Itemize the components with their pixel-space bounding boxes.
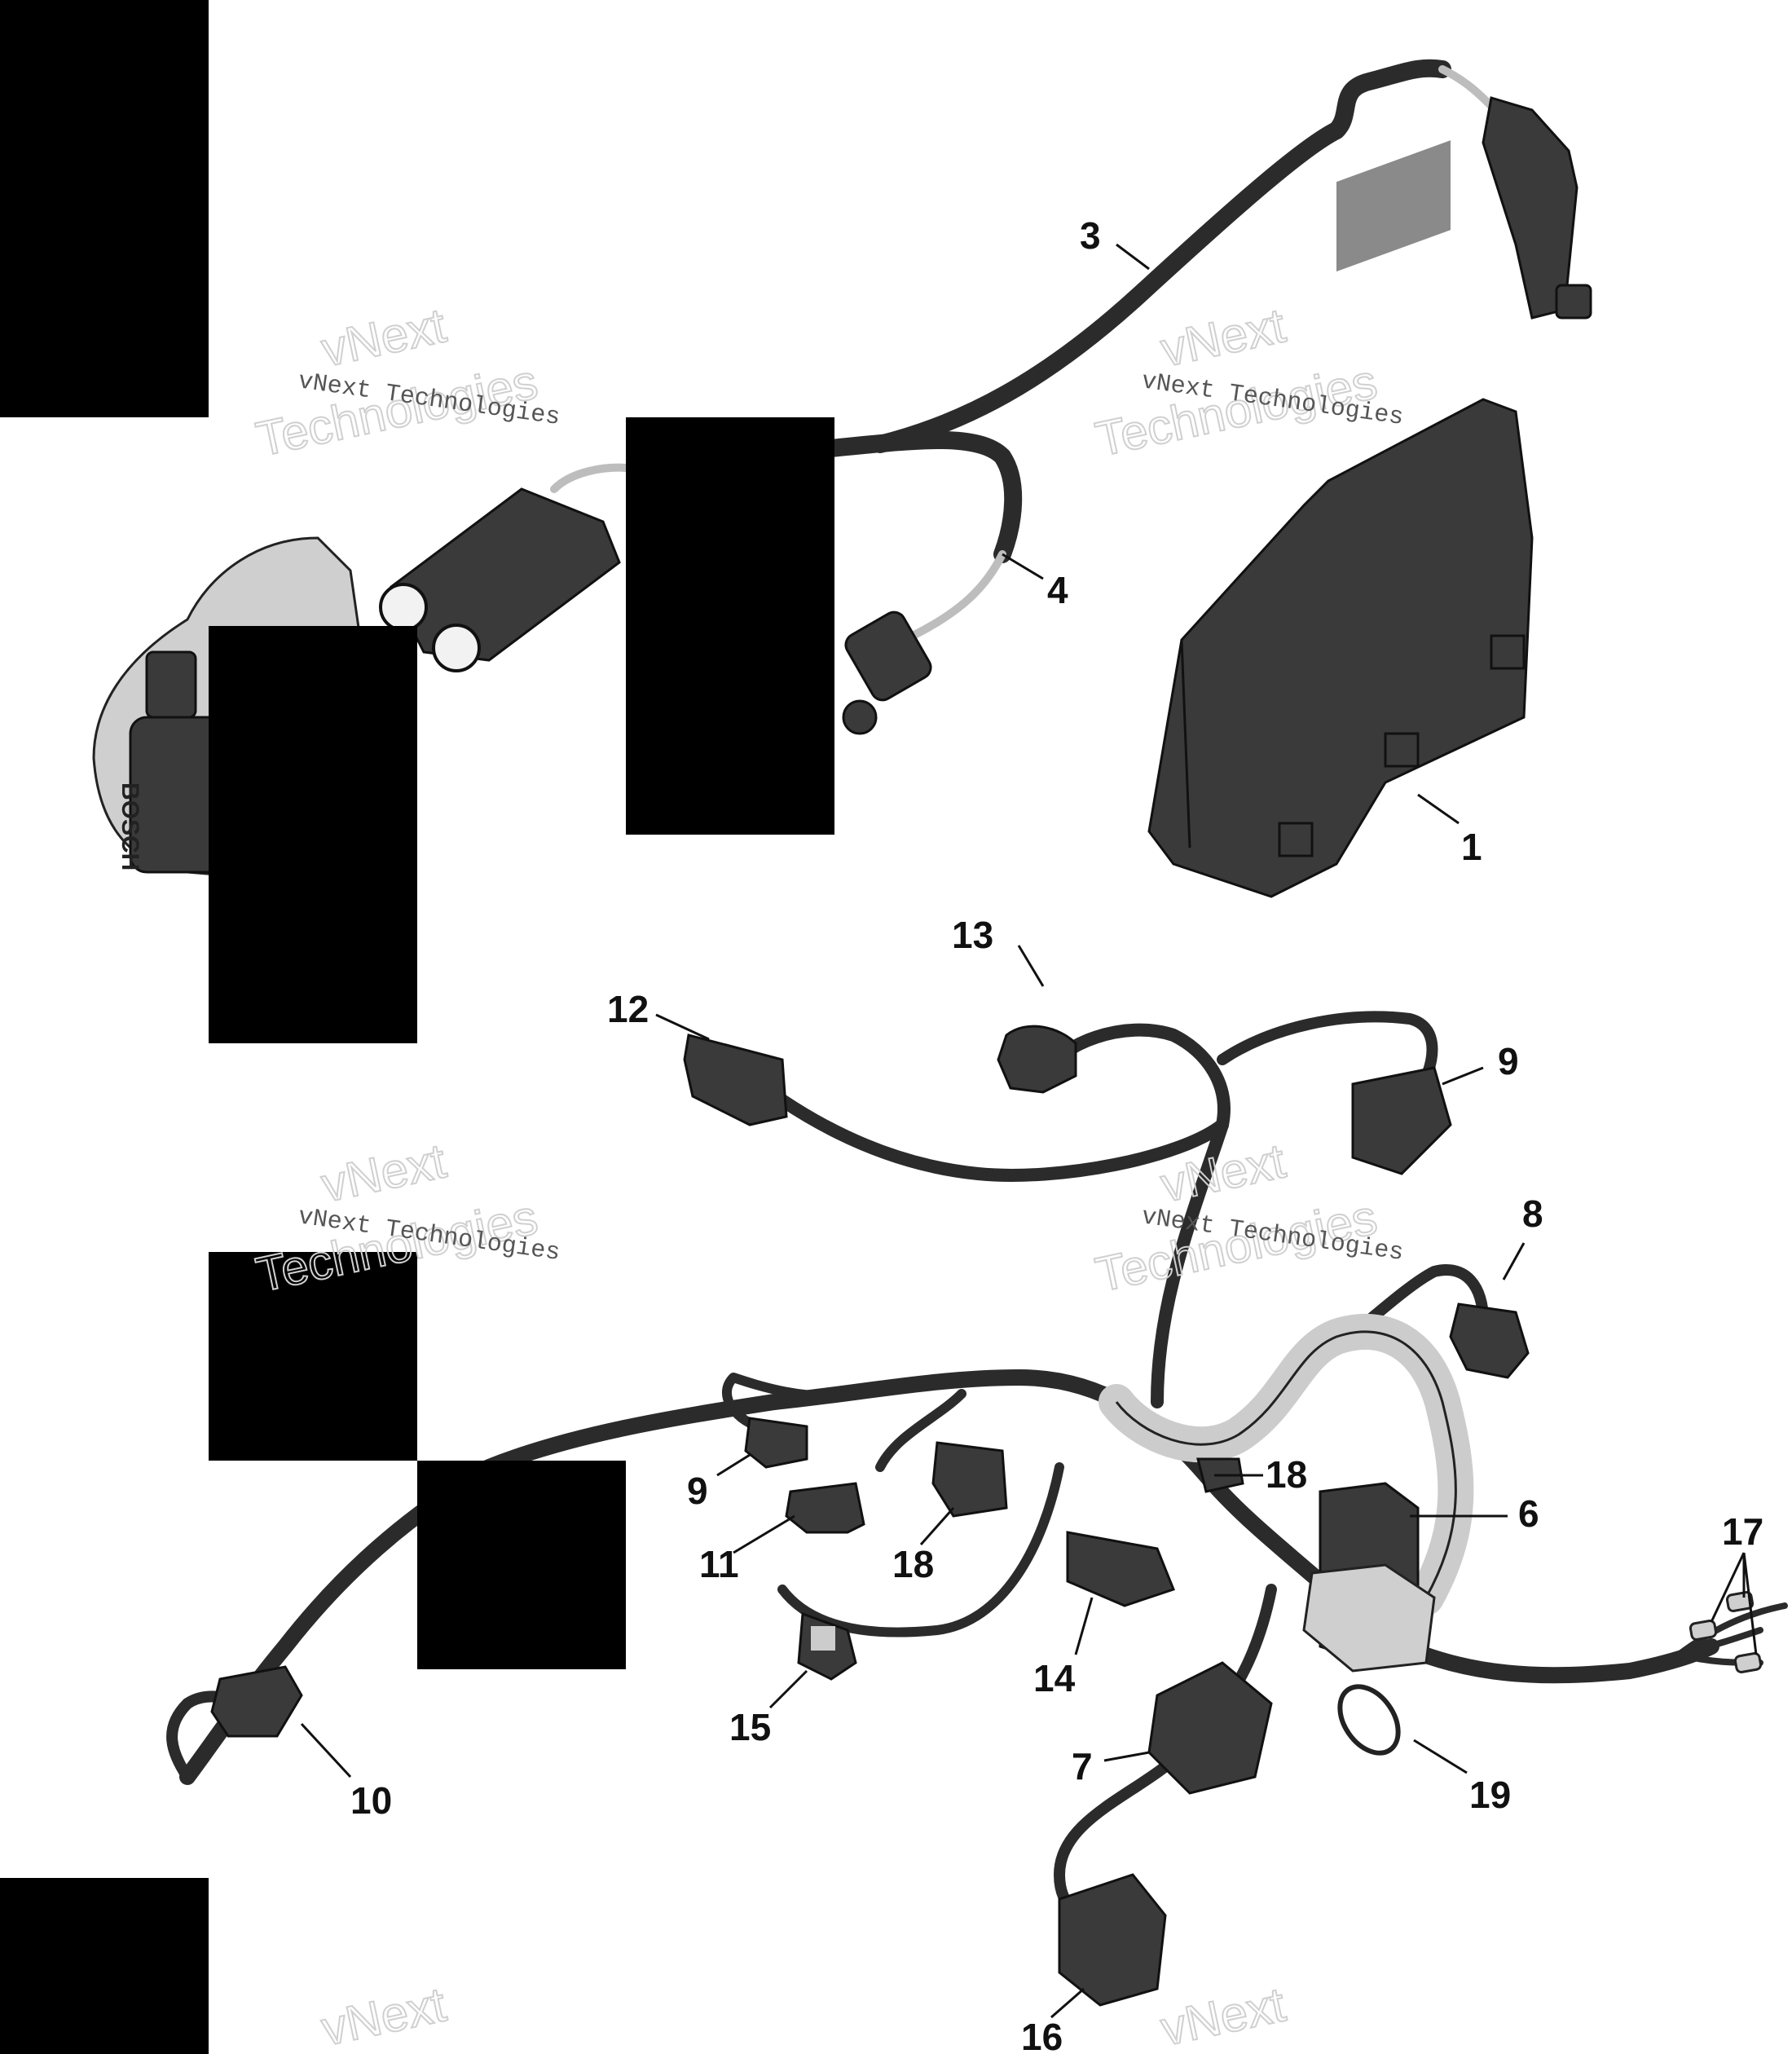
terminal-17 xyxy=(1689,1590,1763,1674)
engine-control-module xyxy=(1147,140,1534,898)
svg-text:vNext: vNext xyxy=(1156,1977,1290,2054)
connector-9-top xyxy=(1351,1066,1452,1175)
redaction-block-center-top xyxy=(626,417,834,835)
harness-branch-12-13 xyxy=(1037,1023,1231,1408)
callout-17: 17 xyxy=(1722,1510,1763,1553)
callout-11: 11 xyxy=(699,1543,739,1585)
tie-wrap-19 xyxy=(1337,1684,1401,1756)
callout-19: 19 xyxy=(1469,1774,1511,1816)
redaction-block-center-lower xyxy=(417,1461,626,1669)
callout-16: 16 xyxy=(1021,2016,1063,2054)
harness-branch-17a xyxy=(1675,1602,1788,1658)
svg-text:vNext: vNext xyxy=(1156,298,1290,377)
harness-trunk xyxy=(179,1369,1719,1785)
callout-12: 12 xyxy=(607,988,649,1030)
connector-16 xyxy=(1058,1873,1167,2007)
svg-text:vNext: vNext xyxy=(317,1133,451,1212)
callout-4: 4 xyxy=(1047,569,1068,611)
callout-3: 3 xyxy=(1080,214,1101,257)
harness-branch-11-18 xyxy=(875,1389,966,1472)
connector-9-bottom xyxy=(744,1417,808,1469)
connector-13 xyxy=(997,1025,1077,1094)
svg-text:vNext: vNext xyxy=(317,298,451,377)
harness-branch-9-bottom xyxy=(722,1373,861,1431)
callout-9-bottom: 9 xyxy=(687,1470,708,1512)
ignition-lead-wire xyxy=(1438,65,1499,114)
callout-10: 10 xyxy=(350,1779,392,1822)
callout-18-upper: 18 xyxy=(1266,1453,1307,1496)
redaction-block-left-mid xyxy=(209,626,417,1043)
harness-branch-12 xyxy=(776,1094,1229,1182)
watermark-top-right: vNext Technologies vNext Technologies xyxy=(1090,297,1405,467)
spark-plug-boot xyxy=(1482,96,1592,320)
connector-6 xyxy=(1302,1482,1436,1673)
callout-7: 7 xyxy=(1072,1745,1093,1787)
callout-18-lower: 18 xyxy=(892,1543,934,1585)
coil-secondary-cable xyxy=(822,431,1023,563)
connector-11 xyxy=(785,1482,865,1534)
connector-8 xyxy=(1449,1302,1530,1379)
redaction-block-left-lower xyxy=(209,1252,417,1461)
connector-15 xyxy=(797,1611,857,1681)
callout-14: 14 xyxy=(1033,1657,1076,1699)
harness-branch-9-top xyxy=(1217,1011,1438,1098)
redaction-block-top-left xyxy=(0,0,209,417)
connector-18-lower xyxy=(931,1441,1008,1518)
harness-branch-15 xyxy=(777,1462,1064,1637)
watermark-top-left: vNext Technologies vNext Technologies xyxy=(251,297,561,467)
redaction-block-bottom-left xyxy=(0,1878,209,2054)
callout-8: 8 xyxy=(1522,1192,1543,1235)
connector-7 xyxy=(1147,1661,1273,1795)
callout-15: 15 xyxy=(729,1706,771,1748)
branch-connector-boot xyxy=(842,610,932,735)
leader-lines xyxy=(300,243,1758,2019)
watermark-bottom-right: vNext xyxy=(1156,1976,1291,2054)
twin-plug-connector xyxy=(379,463,640,672)
connector-14 xyxy=(1066,1531,1175,1607)
svg-text:vNext: vNext xyxy=(317,1977,451,2054)
connector-10 xyxy=(210,1665,303,1738)
callout-9-top: 9 xyxy=(1498,1040,1519,1082)
callout-1: 1 xyxy=(1461,826,1482,868)
callout-13: 13 xyxy=(952,914,993,956)
coil-secondary-wire xyxy=(909,550,1006,640)
watermark-bottom-left: vNext xyxy=(316,1976,451,2054)
ignition-lead-cable xyxy=(871,59,1451,453)
callout-6: 6 xyxy=(1518,1492,1539,1535)
connector-12 xyxy=(683,1034,788,1126)
bosch-label: BOSCH xyxy=(117,782,143,871)
